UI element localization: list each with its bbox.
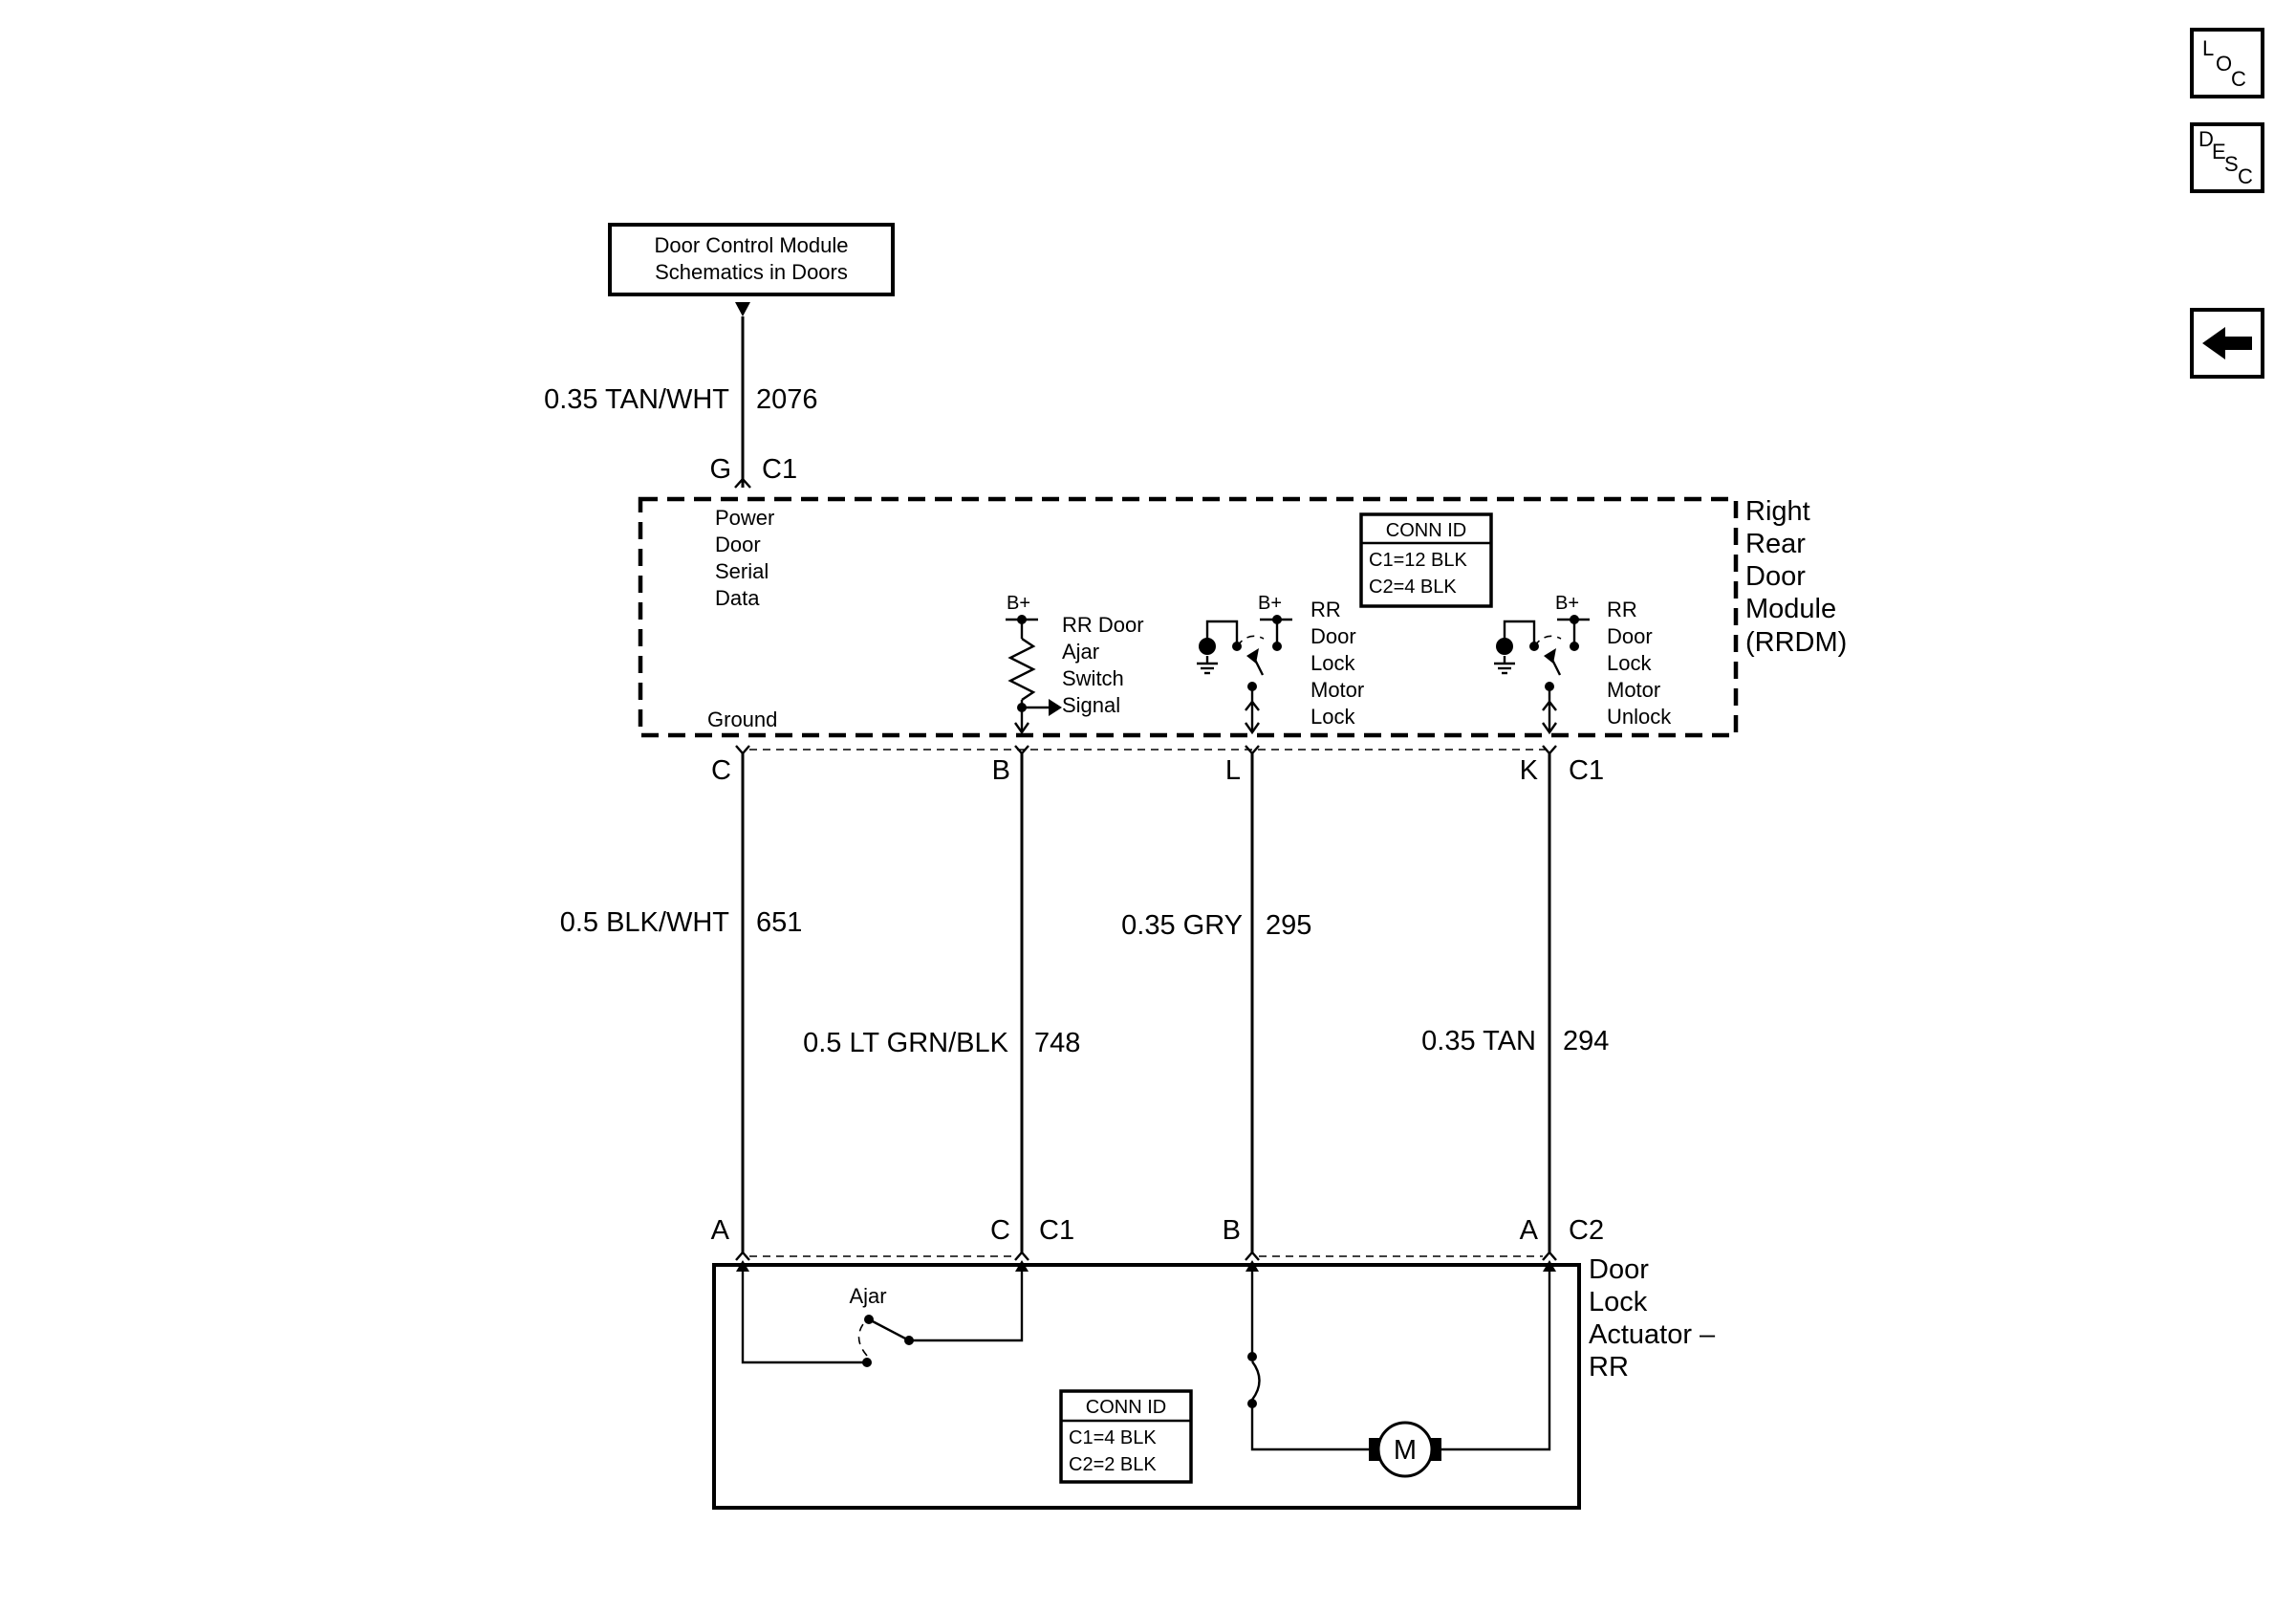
wire-294-number: 294 [1563, 1026, 1609, 1056]
svg-text:Ajar: Ajar [1062, 640, 1099, 664]
module-name: Right Rear Door Module (RRDM) [1745, 496, 1847, 658]
module-conn-id: CONN ID C1=12 BLK C2=4 BLK [1359, 512, 1493, 608]
module-c1-label: C1 [1569, 755, 1604, 786]
desc-letter-d: D [2199, 127, 2214, 151]
motor-icon: M [1369, 1421, 1441, 1478]
svg-text:Switch: Switch [1062, 666, 1124, 690]
svg-text:Door: Door [1607, 624, 1653, 648]
loc-letter-o: O [2216, 52, 2232, 76]
unlock-motor-label: RR Door Lock Motor Unlock [1607, 598, 1672, 729]
ajar-switch-label: Ajar [849, 1284, 886, 1308]
loc-letter-l: L [2202, 36, 2214, 60]
svg-text:Power: Power [715, 506, 774, 530]
wire-2076-number: 2076 [756, 384, 818, 415]
module-pin-b: B [992, 755, 1010, 786]
desc-letter-c: C [2238, 164, 2253, 188]
wire-295-number: 295 [1266, 910, 1311, 941]
svg-text:C2=4 BLK: C2=4 BLK [1369, 577, 1457, 598]
lock-relay-circuit: B+ [1197, 593, 1292, 735]
left-arrow-icon [2202, 327, 2252, 359]
back-button[interactable] [2190, 308, 2264, 379]
svg-text:Module: Module [1745, 594, 1836, 624]
actuator-pin-a2: A [1520, 1215, 1539, 1246]
svg-text:Door: Door [1589, 1254, 1649, 1285]
actuator-pin-a1: A [711, 1215, 730, 1246]
bplus-ajar: B+ [1007, 593, 1030, 614]
actuator-internal-arrows [736, 1260, 1556, 1272]
actuator-pin-c: C [990, 1215, 1010, 1246]
loc-letter-c: C [2231, 67, 2246, 91]
svg-text:RR: RR [1607, 598, 1637, 621]
loc-button[interactable]: L O C [2190, 28, 2264, 98]
actuator-pin-icons [735, 1251, 1557, 1261]
bplus-unlock: B+ [1555, 593, 1579, 614]
svg-text:Door: Door [1310, 624, 1356, 648]
desc-button[interactable]: D E S C [2190, 122, 2264, 193]
module-top-conn: C1 [762, 454, 797, 485]
desc-letter-s: S [2224, 152, 2239, 176]
svg-text:CONN ID: CONN ID [1386, 520, 1466, 541]
svg-text:Lock: Lock [1310, 651, 1355, 675]
bplus-lock: B+ [1258, 593, 1282, 614]
svg-text:CONN ID: CONN ID [1086, 1397, 1166, 1418]
reference-box[interactable]: Door Control Module Schematics in Doors [608, 223, 895, 296]
svg-text:Motor: Motor [1310, 678, 1364, 702]
wire-651-number: 651 [756, 907, 802, 938]
svg-text:Serial: Serial [715, 559, 769, 583]
actuator-boundary [712, 1263, 1581, 1510]
svg-text:Signal: Signal [1062, 693, 1120, 717]
svg-text:Rear: Rear [1745, 529, 1806, 559]
module-boundary [638, 496, 1739, 738]
svg-text:Lock: Lock [1607, 651, 1652, 675]
svg-text:C1=12 BLK: C1=12 BLK [1369, 550, 1468, 571]
reference-arrow-icon [735, 302, 750, 316]
actuator-conn-id: CONN ID C1=4 BLK C2=2 BLK [1059, 1389, 1193, 1484]
svg-text:Lock: Lock [1310, 705, 1355, 729]
motor-label: M [1394, 1435, 1417, 1466]
module-pin-k: K [1520, 755, 1539, 786]
svg-text:Right: Right [1745, 496, 1810, 527]
wire-294-color: 0.35 TAN [1421, 1026, 1536, 1056]
ajar-switch-icon [741, 1272, 1024, 1367]
lock-motor-label: RR Door Lock Motor Lock [1310, 598, 1364, 729]
svg-text:RR: RR [1589, 1352, 1629, 1382]
wire-748-number: 748 [1034, 1028, 1080, 1058]
unlock-relay-circuit: B+ [1494, 593, 1590, 735]
serial-data-label: Power Door Serial Data [715, 506, 774, 610]
module-top-pin-icon [734, 477, 751, 489]
wire-2076-color: 0.35 TAN/WHT [544, 384, 729, 415]
svg-text:C2=2 BLK: C2=2 BLK [1069, 1454, 1157, 1475]
module-top-pin: G [709, 454, 731, 485]
wire-651-color: 0.5 BLK/WHT [560, 907, 730, 938]
actuator-pin-b: B [1223, 1215, 1241, 1246]
svg-text:Lock: Lock [1589, 1287, 1648, 1317]
module-pin-l: L [1225, 755, 1241, 786]
svg-text:C1=4 BLK: C1=4 BLK [1069, 1427, 1157, 1448]
ajar-signal-label: RR Door Ajar Switch Signal [1062, 613, 1144, 717]
reference-line-2: Schematics in Doors [655, 260, 848, 284]
wire-748-color: 0.5 LT GRN/BLK [803, 1028, 1009, 1058]
actuator-c2-label: C2 [1569, 1215, 1604, 1246]
desc-letter-e: E [2212, 140, 2226, 163]
svg-text:Door: Door [1745, 561, 1806, 592]
svg-text:Motor: Motor [1607, 678, 1660, 702]
module-pin-c: C [711, 755, 731, 786]
ground-label: Ground [707, 708, 777, 731]
svg-text:Door: Door [715, 533, 761, 556]
svg-text:Data: Data [715, 586, 760, 610]
wire-295-color: 0.35 GRY [1121, 910, 1243, 941]
actuator-c1-label: C1 [1039, 1215, 1074, 1246]
svg-text:(RRDM): (RRDM) [1745, 627, 1847, 658]
ajar-signal-circuit: B+ [1006, 593, 1062, 735]
svg-text:Unlock: Unlock [1607, 705, 1672, 729]
svg-text:RR: RR [1310, 598, 1341, 621]
reference-line-1: Door Control Module [655, 233, 849, 257]
svg-text:RR Door: RR Door [1062, 613, 1144, 637]
actuator-name: Door Lock Actuator – RR [1589, 1254, 1716, 1382]
svg-text:Actuator –: Actuator – [1589, 1319, 1716, 1350]
lock-motor-circuit [1247, 1272, 1551, 1451]
